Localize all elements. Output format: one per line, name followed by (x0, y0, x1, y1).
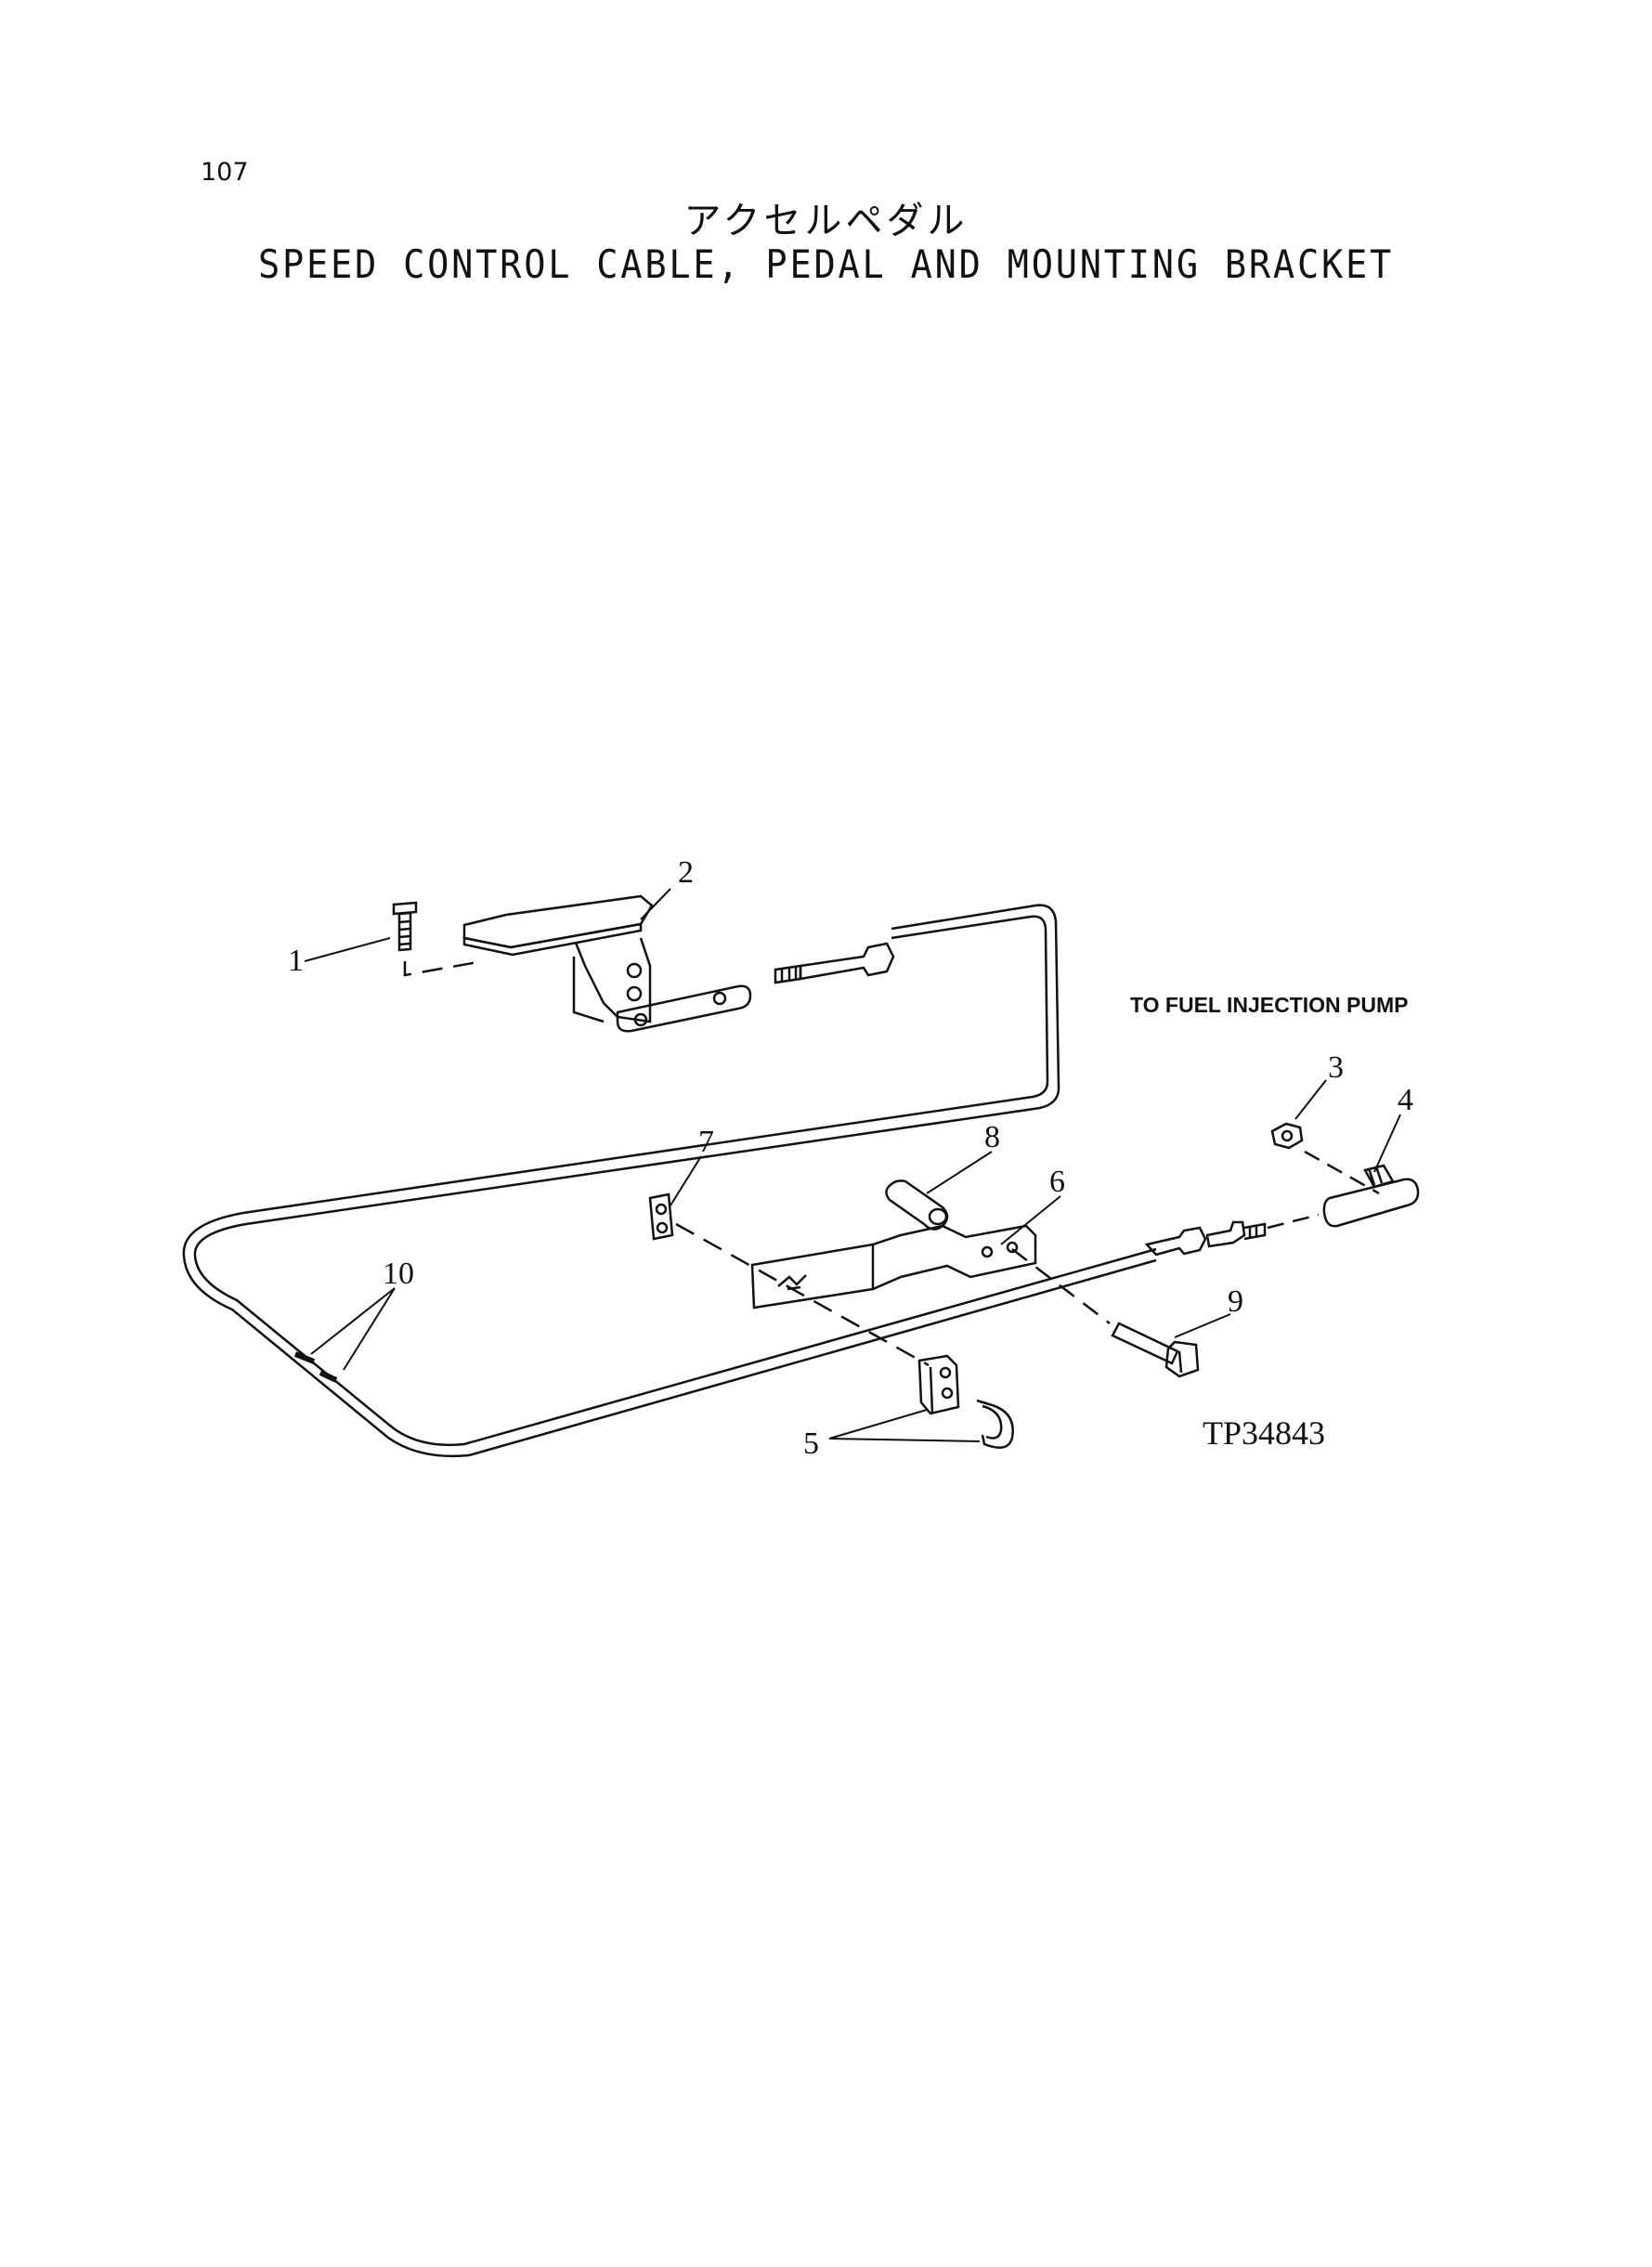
page-number: 107 (201, 158, 249, 187)
nut-item-3 (1270, 1122, 1304, 1150)
callout-1: 1 (288, 944, 304, 978)
elbow-item-4 (1322, 1178, 1420, 1228)
capscrew-item-9 (1111, 1322, 1179, 1365)
callout-3: 3 (1328, 1050, 1344, 1085)
callout-2: 2 (678, 855, 694, 890)
callout-8: 8 (984, 1120, 1000, 1154)
page-title: SPEED CONTROL CABLE, PEDAL AND MOUNTING … (257, 241, 1395, 287)
spacer-item-8 (885, 1179, 949, 1231)
clamp-item-5 (917, 1354, 960, 1415)
callout-5: 5 (803, 1427, 819, 1461)
callout-9: 9 (1228, 1284, 1243, 1319)
plate-item-7 (648, 1192, 674, 1241)
callout-10: 10 (383, 1257, 414, 1291)
figure-id: TP34843 (1203, 1414, 1325, 1452)
callout-6: 6 (1049, 1165, 1065, 1199)
cable-loop (193, 904, 1157, 1447)
fuel-pump-note: TO FUEL INJECTION PUMP (1130, 993, 1408, 1017)
page-title-japanese: アクセルペダル (683, 200, 969, 242)
callout-7: 7 (698, 1125, 714, 1159)
callout-4: 4 (1398, 1083, 1413, 1117)
bracket-item-6 (750, 1224, 1037, 1309)
bolt-item-1 (392, 901, 418, 916)
